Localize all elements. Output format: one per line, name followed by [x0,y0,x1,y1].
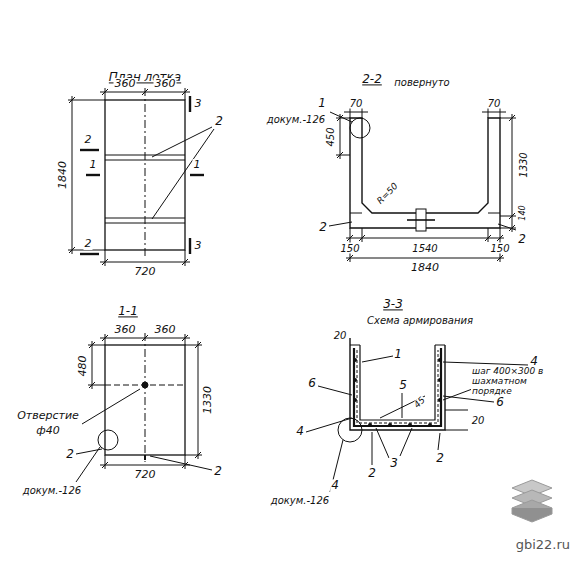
callout-number: 2 [318,221,328,234]
view-note: повернуто [393,77,450,88]
callout-number: 1 [317,97,327,110]
section-mark: 3 [194,98,203,110]
view-title: 1-1 [117,305,139,318]
callout-number: 1 [393,348,403,361]
callout-number: 3 [389,457,399,470]
callout-number: 2 [65,448,75,461]
dimension: 360 [114,324,137,336]
watermark: gbi22.ru [515,538,571,552]
view-note: Схема армирования [366,315,474,326]
dimension: 360 [114,78,137,90]
dimension: 20 [333,330,348,341]
dimension: 70 [487,98,502,109]
dimension: 1840 [57,160,69,190]
callout-number: 4 [330,479,340,492]
reference: докум.-126 [266,114,326,125]
section-mark: 2 [84,134,93,146]
dimension: 1540 [411,243,438,254]
hole-note: ф40 [35,425,60,437]
callout-number: 6 [495,396,505,409]
dimension: 720 [134,469,157,481]
section-mark: 3 [194,240,203,252]
section-mark: 1 [193,159,202,171]
callout-number: 5 [398,379,408,392]
hole-note: Отверстие [16,410,80,422]
callout-number: 2 [213,465,223,478]
dimension: 20 [471,415,486,426]
section-mark: 2 [84,238,93,250]
rebar-note: шаг 400×300 в шахматном порядке [471,367,569,397]
callout-number: 6 [307,377,317,390]
angle: 45 [412,395,429,412]
view-title: 2-2 [361,73,383,86]
callout-number: 2 [367,467,377,480]
reference: докум.-126 [270,495,330,506]
dimension: 1330 [202,385,214,415]
callout-number: 4 [295,425,305,438]
dimension: 150 [339,243,360,254]
dimension: 360 [154,324,177,336]
dimension: 1330 [518,151,529,178]
view-title: 3-3 [382,298,404,311]
reference: докум.-126 [22,485,82,496]
callout-number: 2 [435,452,445,465]
dimension: R=50 [375,181,401,207]
dimension: 360 [154,78,177,90]
dimension: 450 [325,126,336,147]
dimension: 480 [77,355,89,378]
dimension: 720 [134,266,157,278]
dimension: 1840 [410,262,440,274]
dimension: 150 [489,243,510,254]
callout-number: 2 [517,233,527,246]
section-mark: 1 [89,159,98,171]
dimension: 140 [519,204,528,221]
dimension: 70 [349,98,364,109]
callout-number: 2 [214,115,224,128]
